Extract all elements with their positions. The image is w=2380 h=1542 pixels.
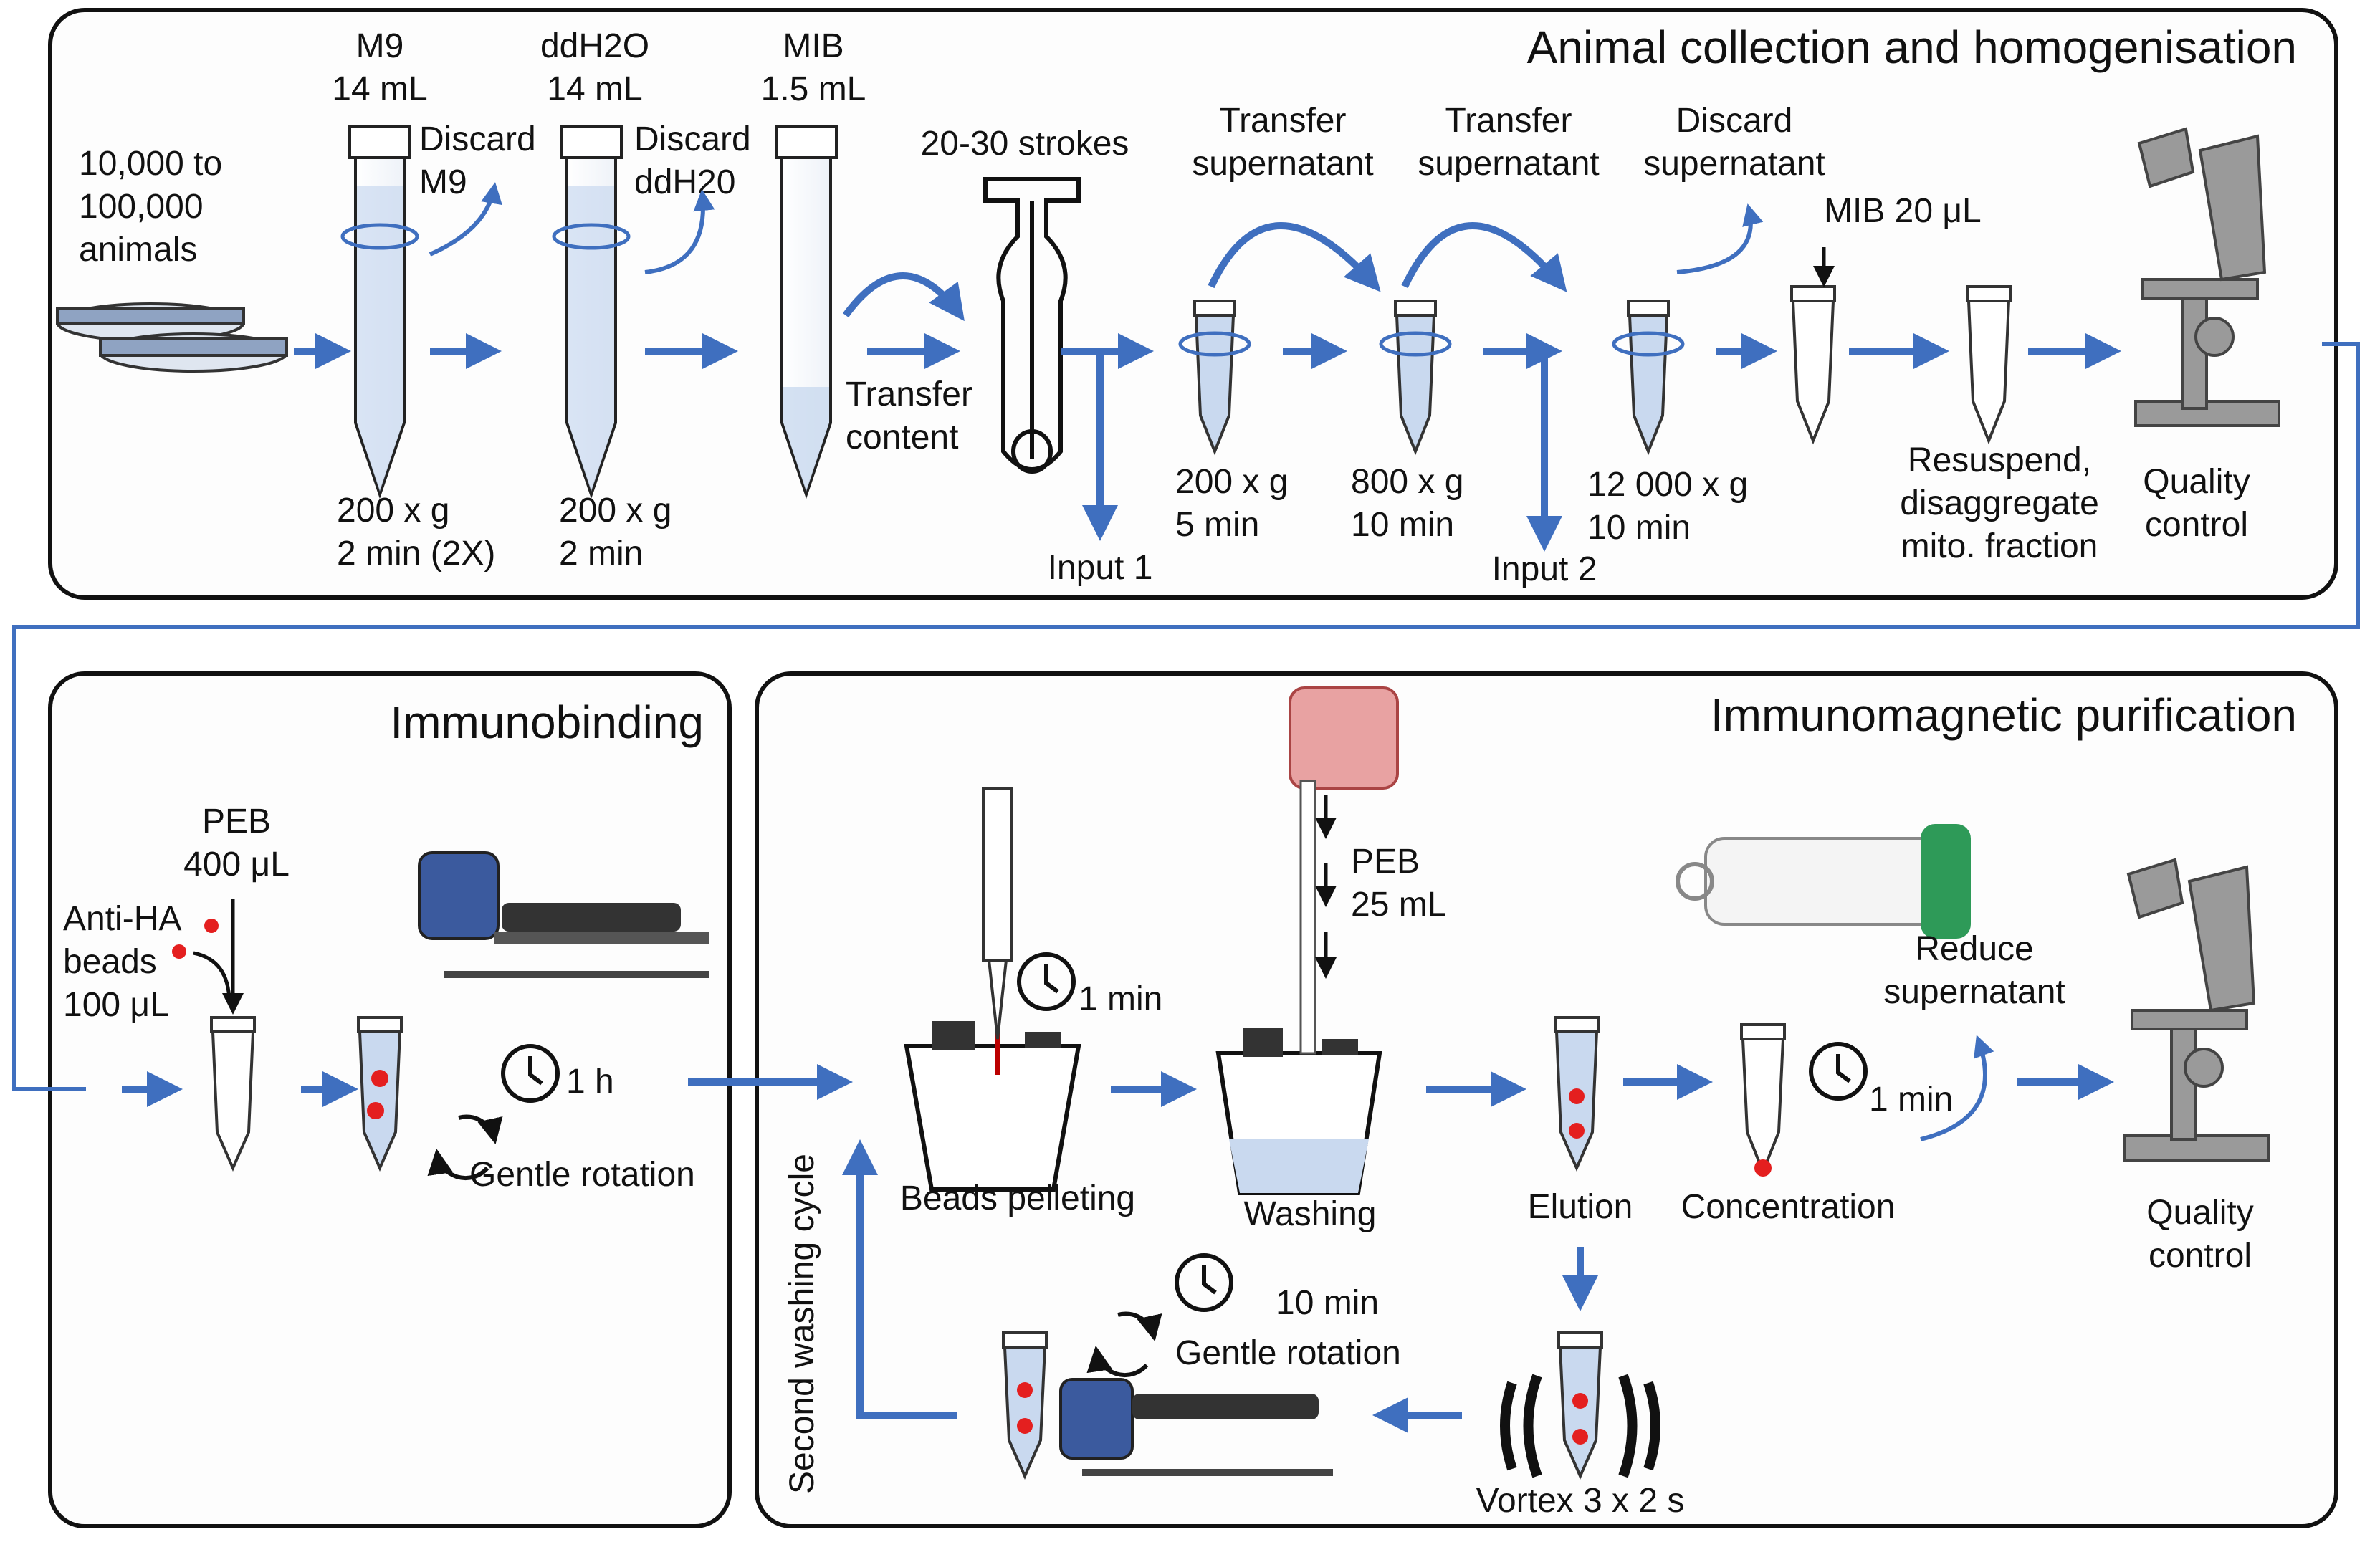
- bead-dot-icon: [204, 919, 219, 933]
- immuno-time-label: 1 h: [566, 1063, 614, 1101]
- strokes-label: 20-30 strokes: [921, 125, 1129, 163]
- vortex-label: Vortex 3 x 2 s: [1476, 1482, 1685, 1520]
- pelleting-label: Beads pelleting: [900, 1179, 1135, 1217]
- petri-dish-icon: [56, 302, 288, 373]
- mib20-label: MIB 20 μL: [1824, 192, 1982, 230]
- microscope-icon: [2134, 127, 2280, 427]
- collection-title: Animal collection and homogenisation: [1527, 21, 2297, 73]
- flow-arrows: [122, 222, 2121, 1433]
- falcon-tube-m9-icon: [348, 125, 411, 499]
- clock-icon: [1017, 952, 1076, 1011]
- conc-time-label: 1 min: [1869, 1081, 1953, 1119]
- falcon-tube-water-icon: [560, 125, 623, 499]
- microtube-vortex-icon: [1557, 1331, 1603, 1480]
- rotator-second-icon: [1059, 1378, 1333, 1476]
- purification-title: Immunomagnetic purification: [1711, 689, 2297, 741]
- pipette-icon: [982, 787, 1013, 1040]
- washing-label: Washing: [1244, 1195, 1377, 1233]
- microscope-qc2-icon: [2123, 858, 2270, 1162]
- bead-dot-icon: [172, 944, 186, 959]
- microtube-rotation-icon: [357, 1016, 403, 1172]
- rotation-arrows-icon: [1086, 1311, 1162, 1378]
- microtube-spin1-icon: [1193, 300, 1236, 456]
- microtube-spin2-icon: [1394, 300, 1437, 456]
- rotation-arrows-icon: [427, 1114, 503, 1181]
- magnetic-separator-icon: [1676, 824, 1971, 939]
- falcon-tube-mib-icon: [775, 125, 838, 499]
- pelleting-time-label: 1 min: [1079, 980, 1162, 1018]
- immunobinding-title: Immunobinding: [390, 696, 704, 748]
- microtube-spin3-icon: [1627, 300, 1670, 456]
- serological-pipette-icon: [1289, 686, 1399, 1055]
- microtube-concentration-icon: [1740, 1023, 1786, 1177]
- input2-label: Input 2: [1492, 550, 1597, 588]
- microtube-beads-add-icon: [210, 1016, 256, 1172]
- spin-swirls: [340, 223, 1685, 357]
- dounce-homogenizer-icon: [983, 177, 1081, 474]
- connector-line: [12, 342, 2360, 1091]
- microtube-elution-icon: [1554, 1016, 1600, 1172]
- rot-label: Gentle rotation: [1175, 1334, 1401, 1372]
- second-cycle-label: Second washing cycle: [783, 1154, 821, 1494]
- clock-icon: [1175, 1253, 1233, 1312]
- concentration-label: Concentration: [1681, 1188, 1896, 1226]
- microtube-resuspend-icon: [1966, 285, 2012, 445]
- rot-time-label: 10 min: [1276, 1284, 1379, 1322]
- rotator-icon: [418, 851, 709, 978]
- add-arrow-beads: [193, 951, 231, 1004]
- clock-icon: [501, 1044, 560, 1103]
- magnet-rack-washing-icon: [1215, 1028, 1382, 1195]
- microtube-mib-icon: [1790, 285, 1836, 445]
- elution-label: Elution: [1528, 1188, 1633, 1226]
- microtube-second-rotation-icon: [1002, 1331, 1048, 1480]
- clock-icon: [1809, 1042, 1868, 1101]
- vortex-icon: [1500, 1374, 1660, 1478]
- input1-label: Input 1: [1048, 549, 1153, 587]
- immuno-rotation-label: Gentle rotation: [469, 1156, 695, 1194]
- discard-curves: [429, 182, 1994, 1141]
